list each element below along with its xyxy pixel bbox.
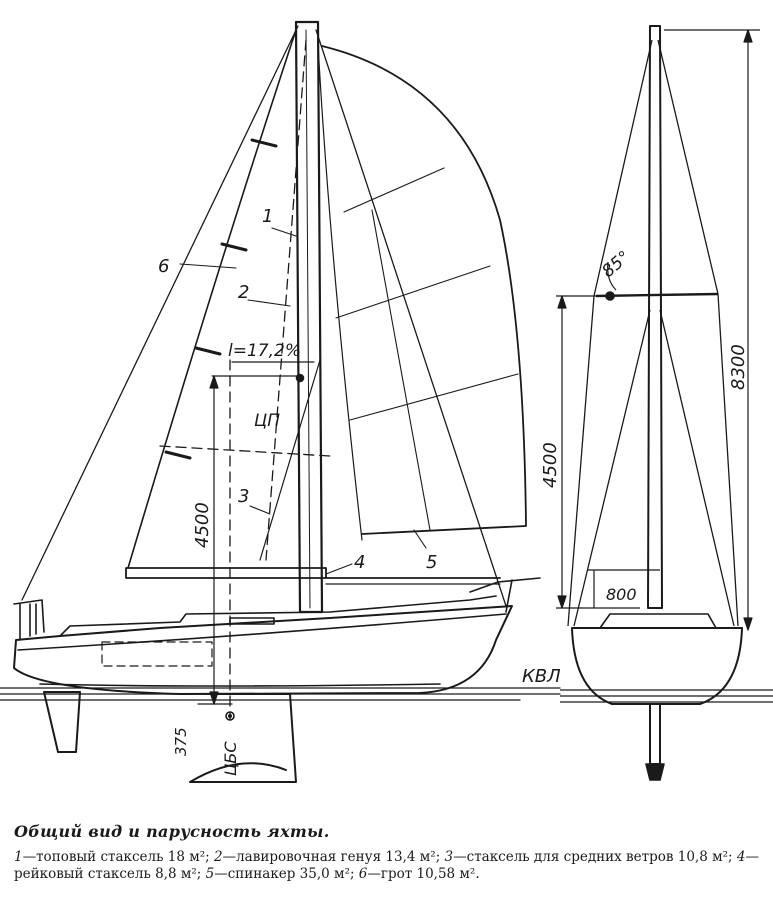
side-cp-point — [295, 373, 305, 383]
front-cabin — [599, 613, 717, 629]
side-mast — [294, 20, 324, 614]
legend-num-5: 5 — [205, 866, 215, 882]
front-shrouds-lower — [573, 309, 735, 627]
label-dim-side-4500: 4500 — [192, 502, 213, 548]
side-keel — [189, 693, 297, 783]
front-view — [556, 25, 773, 781]
label-ratio: l=17,2% — [228, 341, 301, 361]
side-spinnaker-seams — [335, 167, 519, 531]
label-3: 3 — [238, 486, 249, 507]
label-waterline: КВЛ — [522, 666, 561, 687]
label-5: 5 — [426, 552, 437, 573]
side-hull — [13, 605, 513, 695]
side-dimensions — [197, 361, 315, 705]
side-view — [0, 20, 561, 783]
legend-text-4: —рейковый стаксель 8,8 м²; — [14, 849, 759, 882]
legend-text-3: —стаксель для средних ветров 10,8 м²; — [453, 849, 737, 865]
side-leaders — [179, 227, 427, 575]
legend-text-1: —топовый стаксель 18 м²; — [22, 849, 214, 865]
legend-num-4: 4 — [736, 849, 746, 865]
label-2: 2 — [238, 282, 249, 303]
front-angle-arc — [607, 261, 617, 291]
front-bulb — [645, 763, 665, 781]
side-dashed — [159, 39, 331, 721]
side-battens — [164, 138, 278, 460]
legend-text-6: —грот 10,58 м². — [367, 866, 480, 882]
legend-num-1: 1 — [14, 849, 23, 865]
legend-text-2: —лавировочная генуя 13,4 м²; — [222, 849, 445, 865]
caption-legend: 1—топовый стаксель 18 м²; 2—лавировочная… — [14, 849, 759, 883]
side-boom — [125, 567, 327, 579]
side-sheerline — [17, 613, 507, 651]
yacht-drawing: 1 2 3 4 5 6 l=17,2% ЦП ЦБС 4500 375 КВЛ … — [0, 20, 773, 783]
figure-caption: Общий вид и парусность яхты. 1—топовый с… — [14, 822, 759, 883]
side-stern-rail — [13, 599, 45, 641]
label-clr: ЦБС — [221, 741, 240, 776]
front-hull — [571, 627, 743, 705]
side-mast-inner — [305, 29, 311, 609]
side-cabin — [59, 595, 497, 637]
caption-title: Общий вид и парусность яхты. — [14, 822, 330, 841]
side-mainsail — [127, 29, 297, 569]
side-backstay — [21, 25, 299, 601]
label-dim-8300: 8300 — [728, 344, 749, 390]
label-dim-375: 375 — [172, 727, 190, 756]
side-hull-bottom — [39, 683, 441, 687]
label-cp: ЦП — [254, 411, 280, 431]
side-forestay — [315, 29, 507, 607]
label-dim-800: 800 — [606, 585, 637, 604]
side-rudder — [43, 691, 81, 753]
legend-num-3: 3 — [444, 849, 454, 865]
legend-num-2: 2 — [214, 849, 223, 865]
front-dimensions — [556, 29, 760, 631]
side-spinnaker — [321, 45, 527, 535]
legend-num-6: 6 — [358, 866, 368, 882]
side-clr-point — [225, 711, 235, 721]
front-mast — [647, 25, 663, 609]
label-4: 4 — [354, 552, 365, 573]
side-genoa — [259, 43, 363, 561]
front-keel — [649, 704, 661, 765]
side-tank — [101, 641, 213, 667]
label-1: 1 — [262, 206, 273, 227]
label-6: 6 — [158, 256, 169, 277]
front-spreaders — [595, 292, 719, 298]
label-dim-front-4500: 4500 — [540, 442, 561, 488]
legend-text-5: —спинакер 35,0 м²; — [214, 866, 359, 882]
front-shrouds-upper — [567, 39, 739, 627]
